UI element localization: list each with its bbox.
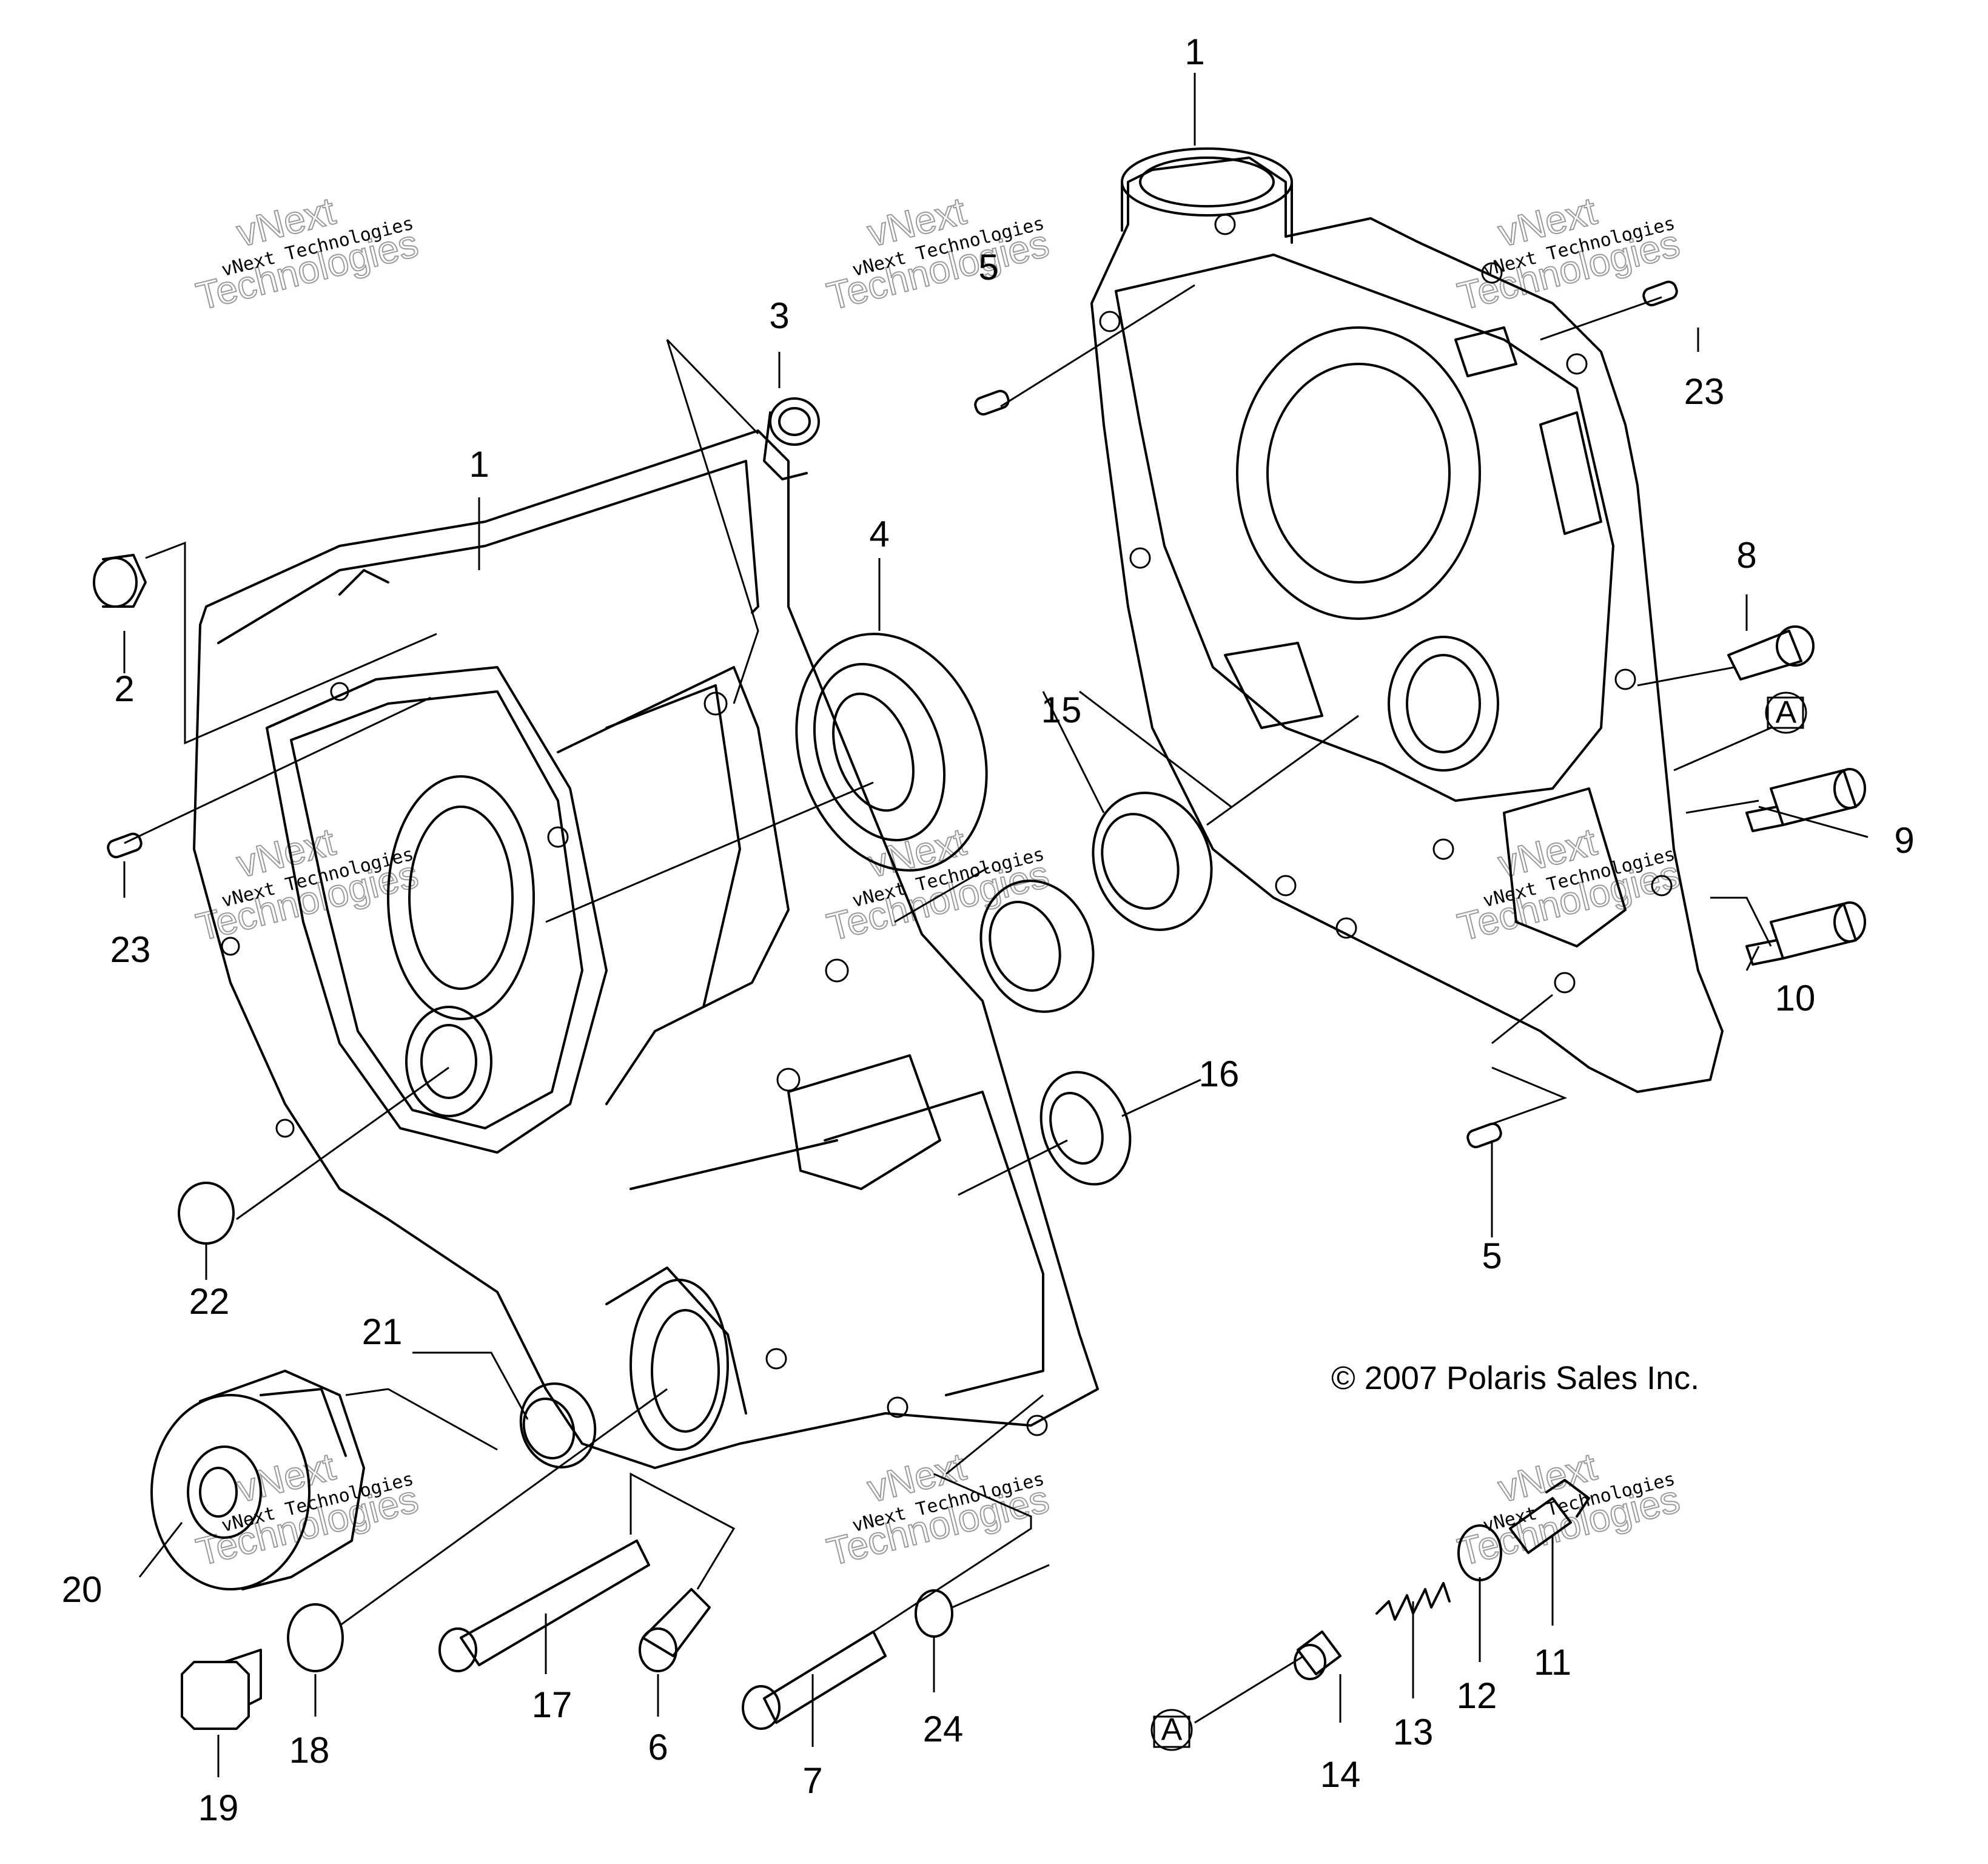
callout-23-left: 23 [110,929,151,970]
callout-9: 9 [1894,820,1914,861]
callout-17: 17 [532,1684,573,1725]
part-8-sleeve [1727,625,1815,681]
part-17-bolt [438,1539,650,1672]
part-24-washer [915,1589,953,1638]
part-14-plunger [1294,1630,1342,1680]
callout-11: 11 [1534,1642,1571,1683]
callout-4: 4 [869,514,889,554]
part-23-dowel-left [107,832,143,859]
part-21-seal [519,1382,597,1469]
part-20-drive-pulley [150,1370,365,1590]
callout-6: 6 [648,1727,668,1768]
reference-marker-a-top: A [1765,691,1807,734]
part-15-bearing-a [1092,792,1213,931]
callout-5-top: 5 [978,247,998,288]
part-3-bushing [763,397,820,480]
left-crankcase [193,429,1099,1469]
callout-15: 15 [1041,690,1082,730]
callout-8: 8 [1736,535,1756,576]
reference-marker-a-bottom: A [1150,1709,1193,1751]
leader-lines [123,73,1869,1777]
callout-12: 12 [1457,1675,1497,1716]
part-10-fitting [1745,901,1866,966]
copyright-text: © 2007 Polaris Sales Inc. [1331,1360,1699,1396]
part-7-bolt [742,1630,887,1730]
callout-7: 7 [802,1760,822,1801]
callout-2: 2 [114,668,134,709]
callout-23-right: 23 [1684,371,1725,412]
part-23-dowel-right [1642,280,1678,307]
part-15-bearing-b [979,880,1095,1013]
callout-21: 21 [362,1311,403,1352]
svg-text:A: A [1776,695,1797,730]
part-19-drain-plug [181,1649,262,1730]
callout-1-left: 1 [469,444,489,485]
callout-19: 19 [198,1788,239,1828]
callout-20: 20 [62,1569,102,1610]
callout-5-bottom: 5 [1482,1236,1502,1276]
part-2-bushing [93,554,147,608]
callout-13: 13 [1393,1712,1434,1752]
right-crankcase [1090,147,1724,1093]
part-18-washer [287,1603,344,1672]
callout-24: 24 [923,1709,964,1749]
callout-14: 14 [1320,1754,1361,1795]
svg-text:A: A [1161,1712,1183,1748]
part-4-bearing [795,633,988,872]
part-9-fitting [1745,768,1866,832]
part-11-bolt [1509,1479,1590,1554]
callout-22: 22 [189,1281,230,1322]
part-5-dowel-top [974,389,1010,416]
callout-16: 16 [1199,1054,1240,1094]
callout-1-right: 1 [1184,32,1204,72]
callout-labels: 1 1 2 3 4 5 5 6 7 8 9 10 11 12 13 14 15 … [62,32,1915,1828]
part-22-plug [178,1182,235,1245]
part-16-bearing [1039,1071,1132,1186]
part-6-plug [639,1588,711,1672]
callout-10: 10 [1775,978,1816,1018]
callout-18: 18 [289,1730,330,1771]
callout-3: 3 [769,295,789,336]
